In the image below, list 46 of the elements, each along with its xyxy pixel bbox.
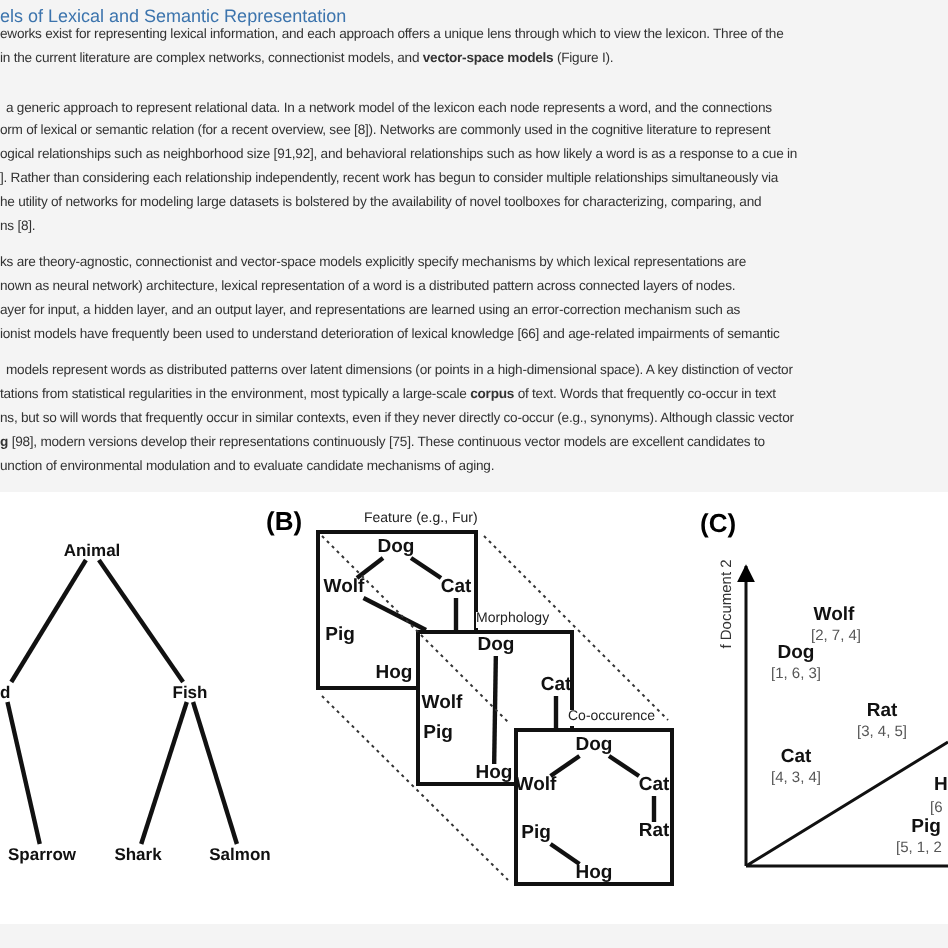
node-label: Wolf — [515, 776, 557, 796]
node-label: Hog — [475, 764, 513, 784]
connector-line — [190, 701, 239, 845]
connector-line — [9, 558, 88, 684]
point-label: Rat — [866, 702, 898, 722]
node-label: Hog — [375, 664, 413, 684]
node-label: Fish — [172, 682, 208, 702]
point-label: Cat — [780, 748, 812, 768]
connector-line — [553, 696, 559, 728]
connector-line — [409, 556, 443, 580]
point-label: Wolf — [813, 606, 855, 626]
point-label: Pig — [911, 818, 941, 838]
connector-line — [362, 596, 427, 632]
point-label: Dog — [777, 644, 815, 664]
node-label: Animal — [63, 540, 121, 560]
node-label: Cat — [540, 676, 572, 696]
node-label: Pig — [423, 724, 453, 744]
node-label: Sparrow — [8, 844, 77, 864]
connector-line — [355, 556, 385, 580]
connector-line — [139, 701, 189, 845]
connector-line — [491, 655, 499, 765]
connector-line — [97, 558, 185, 684]
node-label: Wolf — [421, 694, 463, 714]
section-heading: els of Lexical and Semantic Representation — [0, 6, 347, 26]
panel-label: (B) — [266, 506, 303, 536]
connector-line — [607, 754, 641, 778]
node-label: Cat — [440, 578, 472, 598]
connector-line — [453, 598, 459, 630]
node-label: Dog — [575, 736, 613, 756]
connector-line — [549, 842, 581, 866]
point-label: H — [934, 776, 948, 796]
node-label: Pig — [325, 626, 355, 646]
node-label: Hog — [575, 864, 613, 884]
node-label: Salmon — [209, 844, 271, 864]
node-label: Pig — [521, 824, 551, 844]
panel-label: (C) — [700, 508, 737, 538]
node-label: Cat — [638, 776, 670, 796]
connector-line — [5, 701, 42, 845]
node-label: Rat — [638, 822, 670, 842]
node-label: Dog — [477, 636, 515, 656]
node-label: Dog — [377, 538, 415, 558]
node-label: d — [0, 682, 11, 702]
connector-line — [651, 796, 657, 822]
node-label: Wolf — [323, 578, 365, 598]
connector-line — [549, 754, 581, 778]
node-label: Shark — [114, 844, 162, 864]
